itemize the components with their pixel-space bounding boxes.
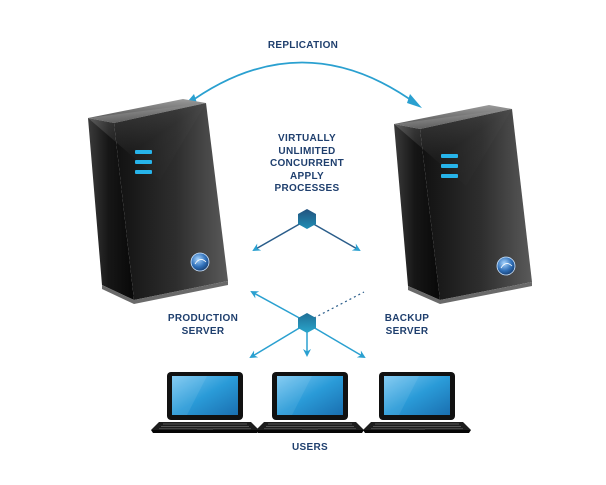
replication-arc <box>185 61 419 106</box>
users-hub <box>249 291 366 359</box>
production-server-line-2: SERVER <box>181 325 225 337</box>
production-server-line-1: PRODUCTION <box>167 313 239 324</box>
apply-processes-line-1: VIRTUALLY <box>278 133 336 144</box>
apply-processes-line-4: APPLY <box>290 170 324 182</box>
replication-arrowhead-right <box>407 94 422 108</box>
apply-processes-line-5: PROCESSES <box>274 183 340 194</box>
hexagon-hub-icon <box>298 313 316 333</box>
users-label: USERS <box>270 442 350 455</box>
backup-server-icon <box>394 105 532 304</box>
apply-processes-line-2: UNLIMITED <box>278 145 336 157</box>
hexagon-hub-icon <box>298 209 316 229</box>
backup-server-line-2: SERVER <box>385 325 429 337</box>
apply-processes-line-3: CONCURRENT <box>269 158 345 169</box>
production-server-label: PRODUCTION SERVER <box>158 313 248 338</box>
backup-server-label: BACKUP SERVER <box>367 313 447 338</box>
replication-label-text: REPLICATION <box>267 40 339 51</box>
apply-processes-hub <box>252 209 361 251</box>
apply-processes-label: VIRTUALLY UNLIMITED CONCURRENT APPLY PRO… <box>257 133 357 196</box>
laptop-icon <box>363 372 471 433</box>
laptop-icon <box>256 372 364 433</box>
laptop-icon <box>151 372 259 433</box>
production-server-icon <box>88 99 228 304</box>
backup-server-line-1: BACKUP <box>384 313 430 324</box>
users-label-text: USERS <box>292 442 328 453</box>
replication-label: REPLICATION <box>253 40 353 53</box>
